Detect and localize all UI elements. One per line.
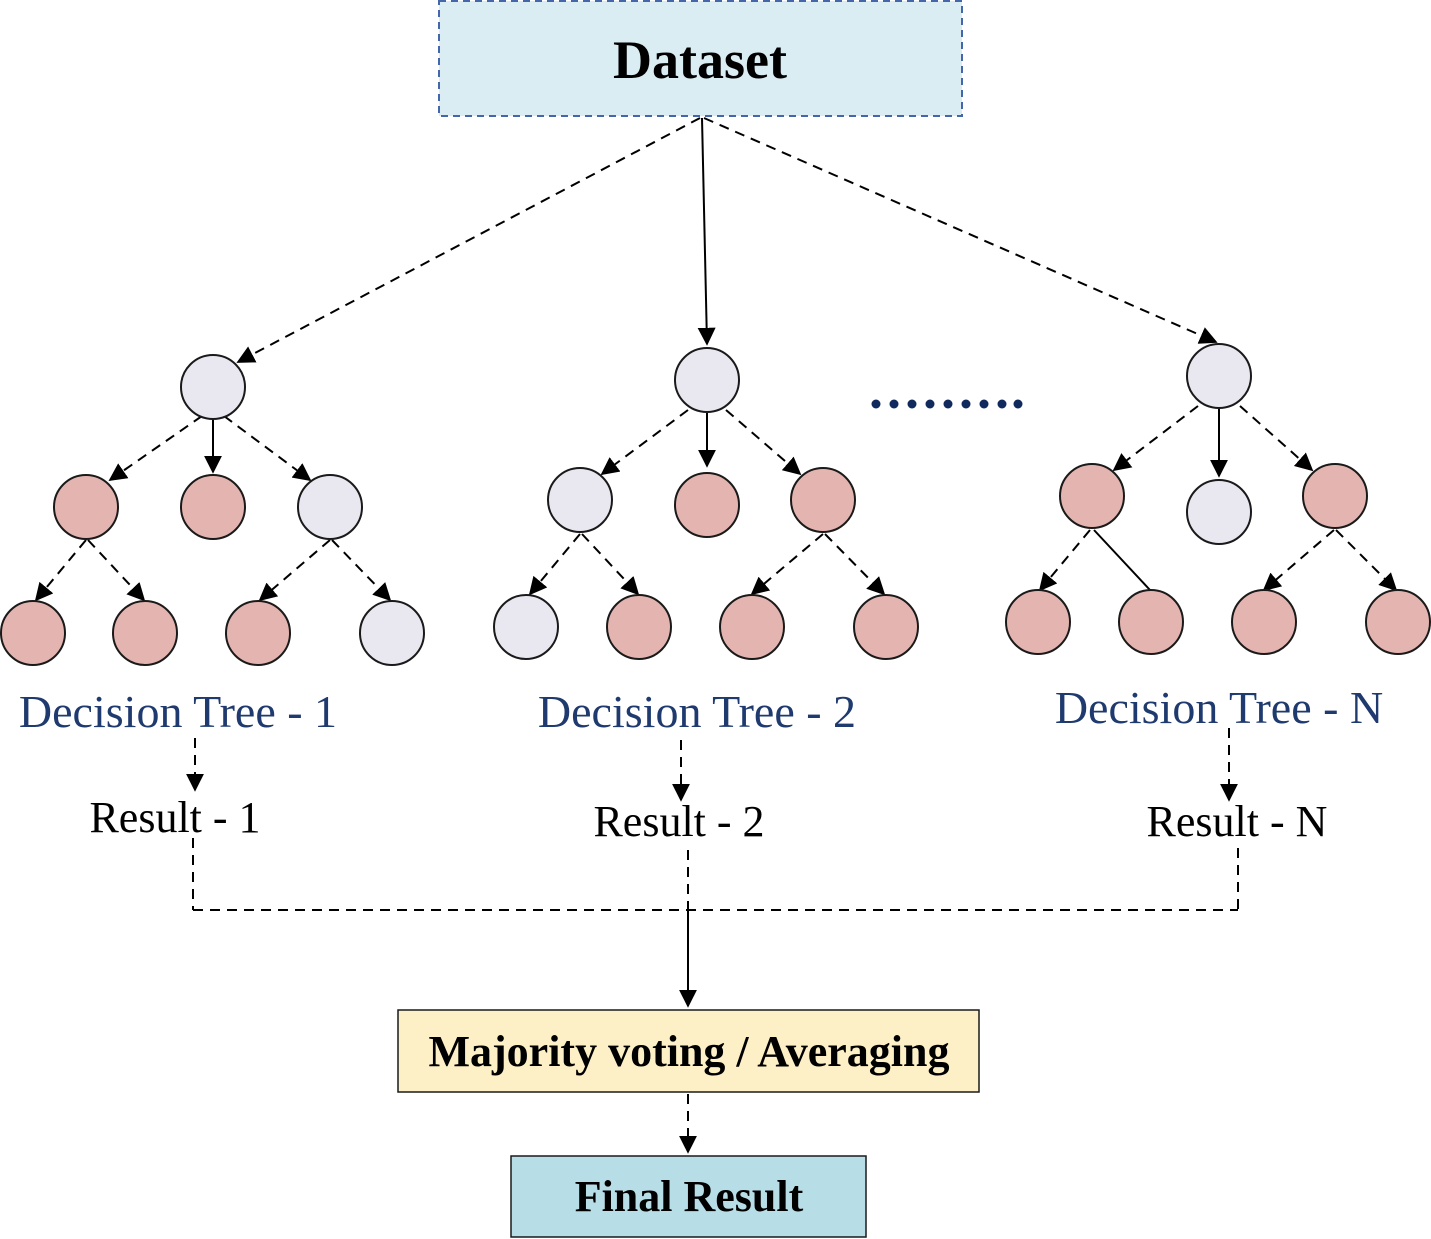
tree1-leaf-node bbox=[225, 600, 291, 666]
dataset-label: Dataset bbox=[613, 30, 787, 90]
result-n-label: Result - N bbox=[1147, 797, 1328, 846]
tree1-node bbox=[53, 474, 119, 540]
tree2-leaf-node bbox=[606, 594, 672, 660]
treeN-leaf-node bbox=[1005, 589, 1071, 655]
tree2-node bbox=[790, 467, 856, 533]
tree1-leaf-node bbox=[359, 600, 425, 666]
aggregate-box: Majority voting / Averaging bbox=[397, 1009, 980, 1093]
tree1-node bbox=[297, 474, 363, 540]
treeN-leaf-node bbox=[1365, 589, 1431, 655]
tree2-node bbox=[674, 472, 740, 538]
treeN-node bbox=[1059, 463, 1125, 529]
result-1-label: Result - 1 bbox=[89, 793, 260, 842]
tree2-leaf-node bbox=[719, 594, 785, 660]
edge-dataset-tree2 bbox=[697, 117, 716, 346]
decision-tree-2 bbox=[493, 347, 919, 660]
treeN-label: Decision Tree - N bbox=[1055, 682, 1383, 733]
tree1-leaf-node bbox=[112, 600, 178, 666]
final-result-label: Final Result bbox=[575, 1172, 804, 1221]
tree2-leaf-node bbox=[493, 594, 559, 660]
final-result-box: Final Result bbox=[510, 1155, 867, 1238]
tree2-root-node bbox=[674, 347, 740, 413]
tree2-label: Decision Tree - 2 bbox=[538, 686, 856, 737]
decision-tree-n bbox=[1005, 343, 1431, 655]
tree2-node bbox=[547, 467, 613, 533]
result-collector-lines bbox=[192, 838, 1239, 1008]
edge-dataset-treeN bbox=[703, 117, 1218, 344]
tree1-label: Decision Tree - 1 bbox=[19, 686, 337, 737]
result-2-label: Result - 2 bbox=[593, 797, 764, 846]
tree1-root-node bbox=[180, 354, 246, 420]
treeN-leaf-node bbox=[1118, 589, 1184, 655]
dataset-box: Dataset bbox=[438, 0, 963, 117]
tree2-leaf-node bbox=[853, 594, 919, 660]
treeN-leaf-node bbox=[1231, 589, 1297, 655]
dataset-to-trees-edges bbox=[236, 117, 1218, 363]
aggregate-label: Majority voting / Averaging bbox=[429, 1027, 950, 1076]
tree1-leaf-node bbox=[0, 600, 66, 666]
treeN-node bbox=[1302, 463, 1368, 529]
treeN-node bbox=[1186, 479, 1252, 545]
decision-tree-1 bbox=[0, 354, 425, 666]
treeN-root-node bbox=[1186, 343, 1252, 409]
ellipsis-dots bbox=[871, 399, 1023, 409]
tree1-node bbox=[180, 474, 246, 540]
edge-dataset-tree1 bbox=[236, 117, 701, 363]
